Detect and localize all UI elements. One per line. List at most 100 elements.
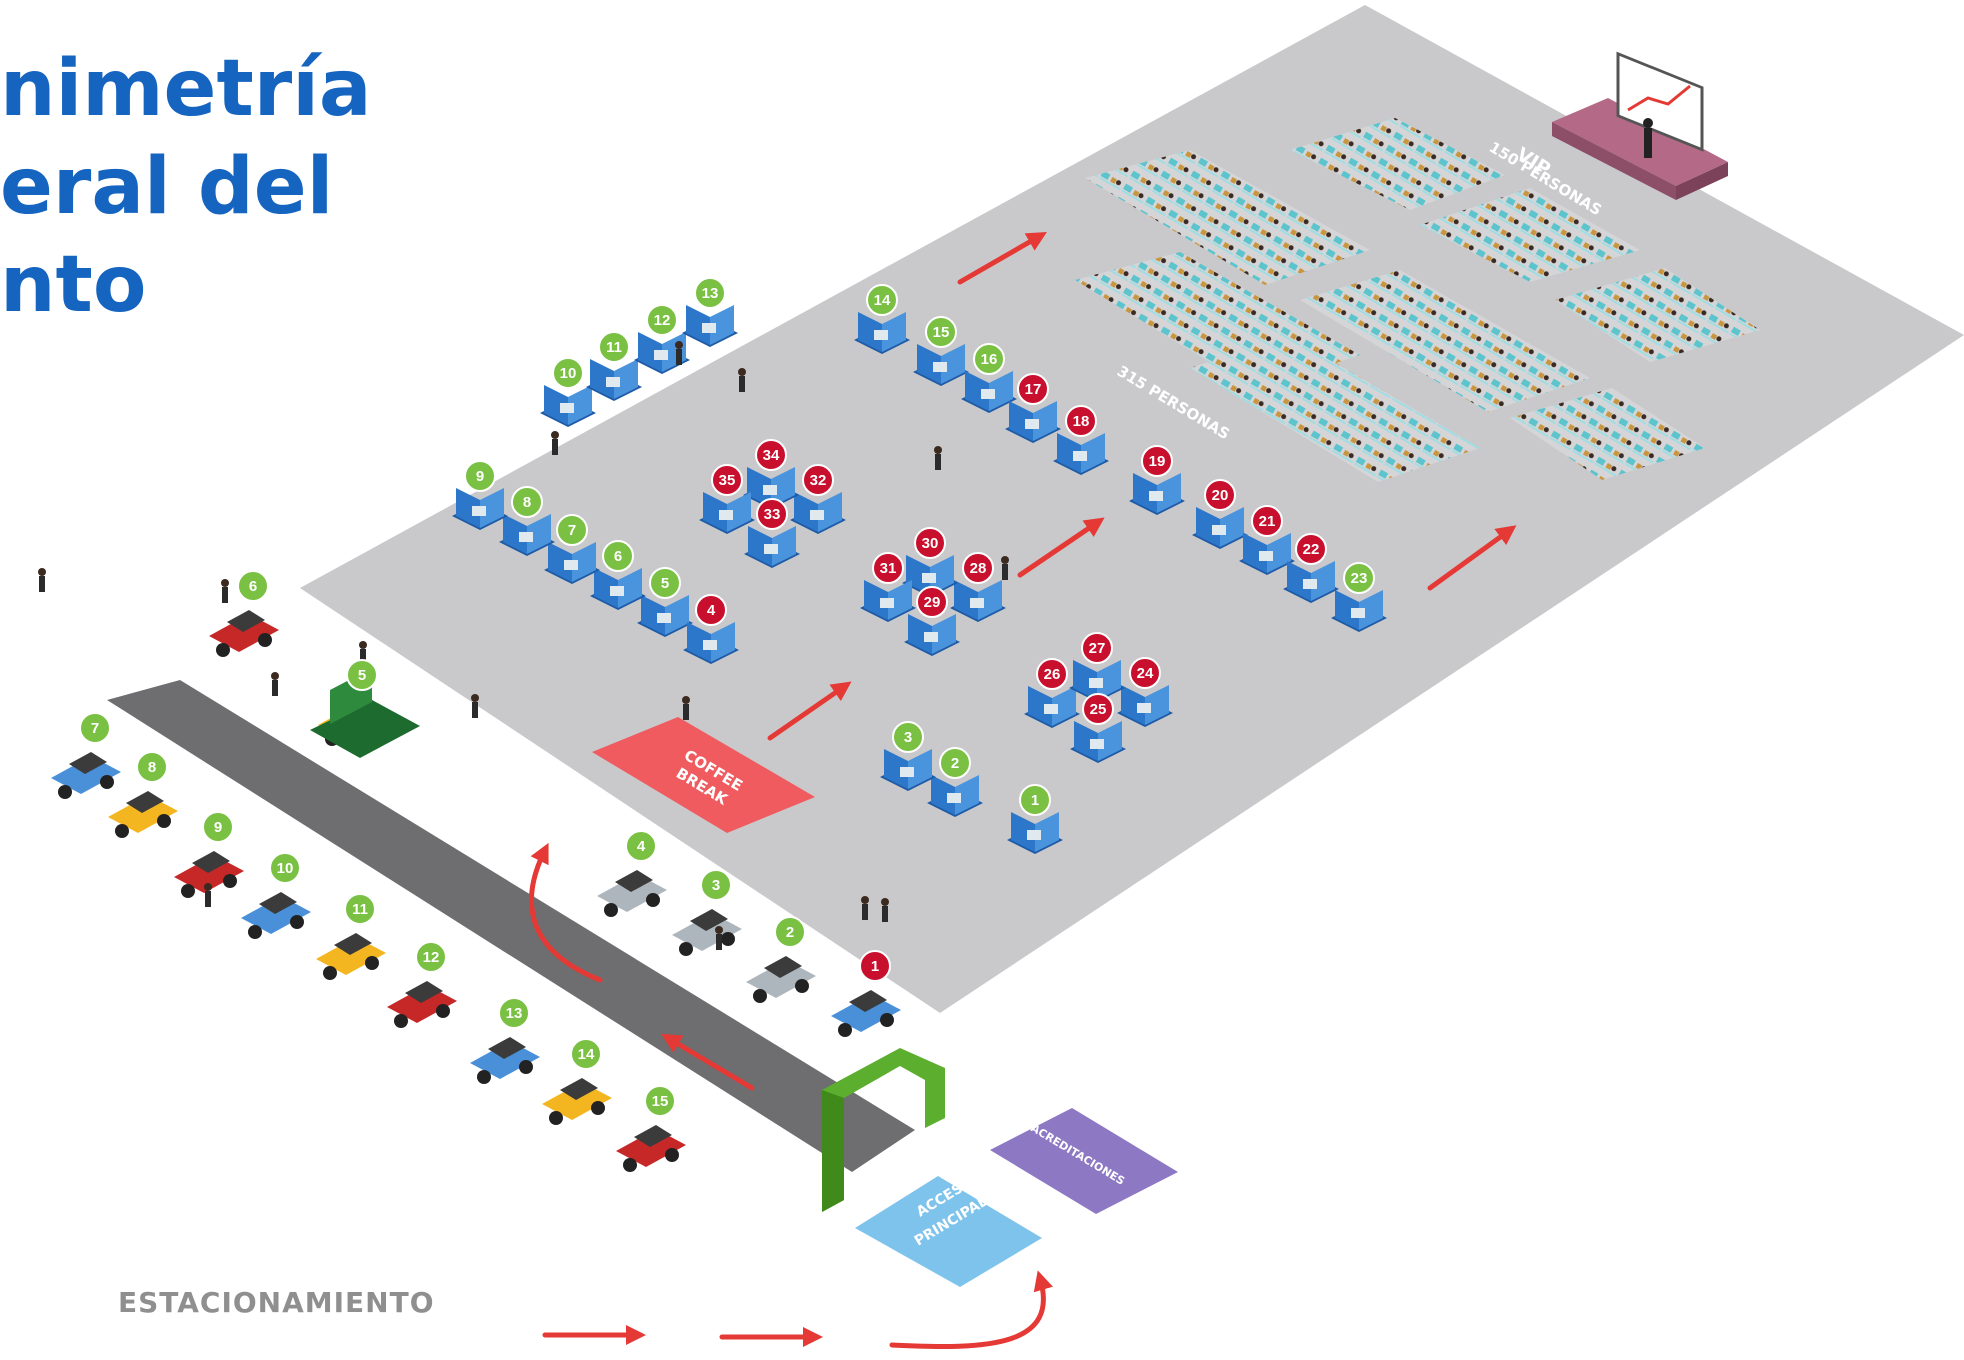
person bbox=[204, 883, 212, 907]
stand-badge-green: 13 bbox=[694, 277, 726, 309]
badge-number: 11 bbox=[606, 339, 622, 356]
seating-area-vip-3 bbox=[1555, 268, 1760, 362]
title-line-1: nimetría bbox=[0, 44, 372, 134]
badge-number: 1 bbox=[871, 958, 879, 975]
stand-badge-red: 31 bbox=[872, 552, 904, 584]
person bbox=[271, 672, 279, 696]
stand-badge-red: 19 bbox=[1141, 445, 1173, 477]
stand-badge-red: 22 bbox=[1295, 533, 1327, 565]
machine-badge-green: 7 bbox=[79, 712, 111, 744]
person bbox=[934, 446, 942, 470]
badge-number: 3 bbox=[712, 877, 720, 894]
booth bbox=[1024, 686, 1080, 728]
stand-badge-red: 18 bbox=[1065, 405, 1097, 437]
badge-number: 25 bbox=[1090, 701, 1107, 718]
title-line-3: nto bbox=[0, 240, 147, 330]
coffee-break-area bbox=[592, 717, 815, 833]
parking-label: ESTACIONAMIENTO bbox=[118, 1286, 435, 1319]
machine bbox=[672, 909, 742, 956]
machine bbox=[831, 990, 901, 1037]
machine bbox=[387, 981, 457, 1028]
stand-badge-red: 17 bbox=[1017, 373, 1049, 405]
stand-badge-red: 26 bbox=[1036, 658, 1068, 690]
person bbox=[682, 696, 690, 720]
booth bbox=[927, 775, 983, 817]
machine bbox=[174, 851, 244, 898]
entrance-arch bbox=[822, 1048, 945, 1212]
machine bbox=[108, 791, 178, 838]
badge-number: 26 bbox=[1044, 666, 1061, 683]
booth bbox=[743, 467, 799, 509]
booth bbox=[682, 305, 738, 347]
booth bbox=[744, 526, 800, 568]
person bbox=[715, 926, 723, 950]
machine-badge-green: 11 bbox=[344, 893, 376, 925]
badge-number: 4 bbox=[707, 602, 716, 619]
booth bbox=[961, 371, 1017, 413]
badge-number: 28 bbox=[970, 560, 987, 577]
machine bbox=[316, 933, 386, 980]
machine-badge-green: 13 bbox=[498, 997, 530, 1029]
stand-badge-red: 30 bbox=[914, 527, 946, 559]
badge-number: 2 bbox=[951, 755, 959, 772]
stand-badge-red: 34 bbox=[755, 439, 787, 471]
stand-badge-red: 25 bbox=[1082, 693, 1114, 725]
badge-number: 8 bbox=[148, 759, 156, 776]
badge-number: 12 bbox=[654, 312, 671, 329]
machine bbox=[51, 752, 121, 799]
badge-number: 6 bbox=[614, 548, 622, 565]
badge-number: 29 bbox=[924, 594, 941, 611]
person bbox=[471, 694, 479, 718]
person bbox=[738, 368, 746, 392]
screen-chart-line bbox=[1627, 84, 1691, 112]
vehicle-badge-green: 3 bbox=[700, 869, 732, 901]
presenter bbox=[1644, 128, 1652, 158]
badge-number: 11 bbox=[352, 901, 368, 918]
machine-badge-green: 5 bbox=[346, 659, 378, 691]
machine bbox=[542, 1078, 612, 1125]
main-access-area bbox=[855, 1176, 1042, 1287]
seating-area-1 bbox=[1085, 150, 1370, 285]
accreditation-area bbox=[990, 1108, 1178, 1214]
booth bbox=[683, 622, 739, 664]
machine bbox=[746, 956, 816, 1003]
booth bbox=[1331, 590, 1387, 632]
stand-badge-green: 11 bbox=[598, 331, 630, 363]
badge-number: 30 bbox=[922, 535, 939, 552]
booth bbox=[499, 514, 555, 556]
booth bbox=[1005, 401, 1061, 443]
person bbox=[881, 898, 889, 922]
badge-number: 9 bbox=[476, 468, 484, 485]
stand-badge-red: 35 bbox=[711, 464, 743, 496]
badge-number: 1 bbox=[1031, 792, 1039, 809]
booth bbox=[590, 568, 646, 610]
person bbox=[675, 341, 683, 365]
badge-number: 27 bbox=[1089, 640, 1106, 657]
page-title: nimetría eral del nto bbox=[0, 40, 372, 334]
machine-badge-green: 15 bbox=[644, 1085, 676, 1117]
booth bbox=[586, 359, 642, 401]
booth bbox=[452, 488, 508, 530]
vehicle-badge-green: 2 bbox=[774, 916, 806, 948]
badge-number: 31 bbox=[880, 560, 897, 577]
machine-badge-green: 6 bbox=[237, 570, 269, 602]
stand-badge-green: 15 bbox=[925, 316, 957, 348]
badge-number: 20 bbox=[1212, 487, 1229, 504]
stand-badge-green: 7 bbox=[556, 514, 588, 546]
booth bbox=[1129, 473, 1185, 515]
stand-badge-green: 8 bbox=[511, 486, 543, 518]
badge-number: 2 bbox=[786, 924, 794, 941]
booth bbox=[902, 555, 958, 597]
machine bbox=[241, 892, 311, 939]
presentation-stage bbox=[1552, 98, 1728, 186]
badge-number: 14 bbox=[578, 1046, 595, 1063]
machine bbox=[616, 1125, 686, 1172]
badge-number: 17 bbox=[1025, 381, 1042, 398]
stand-badge-green: 2 bbox=[939, 747, 971, 779]
title-line-2: eral del bbox=[0, 142, 334, 232]
badge-number: 6 bbox=[249, 578, 257, 595]
booth bbox=[950, 580, 1006, 622]
booth bbox=[790, 492, 846, 534]
